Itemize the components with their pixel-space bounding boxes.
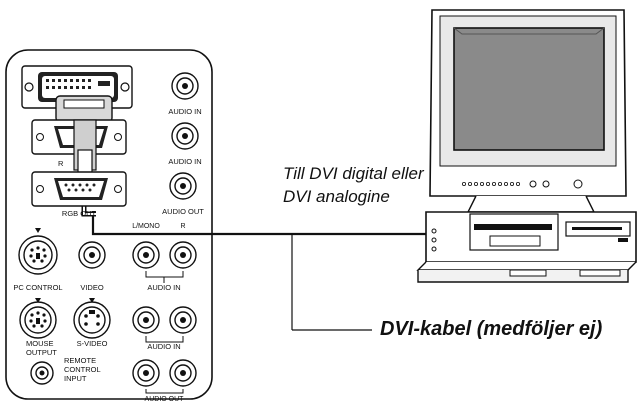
pc-control-label: PC CONTROL (13, 283, 62, 292)
dvi-cable-caption: DVI-kabel (medföljer ej) (380, 318, 603, 340)
audio-in-l-jack-2[interactable] (132, 306, 160, 334)
rgb-out-label: RGB OUT (62, 209, 97, 218)
remote-label-3: INPUT (64, 374, 87, 383)
mouse-output-label-2: OUTPUT (26, 348, 57, 357)
audio-in-r-jack[interactable] (169, 241, 197, 269)
audio-in-r-jack-2[interactable] (169, 306, 197, 334)
dvi-target-caption-line1: Till DVI digital eller (283, 164, 424, 183)
pc-control-port[interactable] (18, 228, 58, 275)
audio-in-label-1: AUDIO IN (168, 107, 201, 116)
projector-rear-panel: AUDIO IN R AUDIO IN (5, 49, 213, 403)
monitor-screen (453, 27, 605, 151)
s-video-label: S-VIDEO (77, 339, 108, 348)
audio-in-label-3: AUDIO IN (147, 283, 180, 292)
audio-in-l-jack[interactable] (132, 241, 160, 269)
remote-label-1: REMOTE (64, 356, 96, 365)
desktop-case (416, 211, 637, 283)
audio-in-label-2: AUDIO IN (168, 157, 201, 166)
rgb-out-connector[interactable] (31, 171, 127, 207)
rgb-in-label: R (58, 159, 64, 168)
video-jack[interactable] (78, 241, 106, 269)
lmono-label: L/MONO (132, 223, 160, 230)
computer (416, 9, 637, 283)
audio-in-bracket-2 (145, 336, 184, 343)
monitor (429, 9, 627, 213)
audio-out-label-2: AUDIO OUT (145, 396, 185, 403)
video-label: VIDEO (80, 283, 104, 292)
audio-out-l-jack[interactable] (132, 359, 160, 387)
remote-label-2: CONTROL (64, 365, 101, 374)
mouse-output-port[interactable] (19, 298, 57, 339)
audio-out-label-1: AUDIO OUT (162, 207, 204, 216)
dvi-cable-line (91, 215, 430, 331)
audio-in-label-4: AUDIO IN (147, 342, 180, 351)
r-label: R (180, 223, 185, 230)
mouse-output-label-1: MOUSE (26, 339, 54, 348)
s-video-port[interactable] (73, 298, 111, 339)
dvi-target-caption-line2: DVI analogine (283, 187, 390, 206)
audio-out-jack-1[interactable] (169, 172, 197, 200)
power-button (573, 179, 583, 189)
audio-in-jack-2[interactable] (171, 122, 199, 150)
audio-out-bracket (145, 389, 184, 394)
rgb-in-connector (31, 119, 127, 177)
audio-out-r-jack[interactable] (169, 359, 197, 387)
audio-in-jack-1[interactable] (171, 72, 199, 100)
audio-in-bracket (145, 271, 184, 283)
remote-control-input-jack[interactable] (30, 361, 54, 385)
